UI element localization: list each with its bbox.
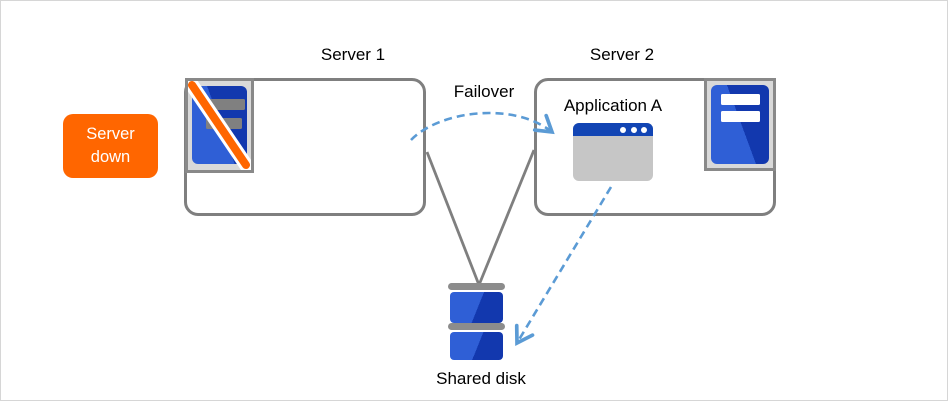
failover-arrow: [410, 111, 555, 141]
server-down-badge: Server down: [63, 114, 158, 178]
server1-label: Server 1: [320, 45, 386, 64]
failed-server-tower-icon: [188, 81, 251, 170]
application-label: Application A: [563, 96, 663, 115]
shared-disk-icon: [447, 282, 507, 360]
server-down-badge-line2: down: [90, 148, 131, 166]
window-dot: [641, 126, 647, 133]
server-down-badge-line1: Server: [86, 125, 135, 143]
disk-top-bar: [448, 283, 505, 290]
shared-disk-label: Shared disk: [436, 369, 526, 388]
application-window-icon: [573, 123, 653, 181]
window-titlebar: [573, 123, 653, 136]
server-tower-icon: [711, 85, 769, 164]
server1-to-disk-line: [425, 151, 481, 286]
window-dot: [620, 126, 626, 133]
server2-label: Server 2: [589, 45, 655, 64]
disk-unit: [450, 332, 503, 360]
server2-icon-frame: [704, 78, 776, 171]
server1-icon-frame: [185, 78, 254, 173]
failover-label: Failover: [453, 82, 515, 101]
disk-unit: [450, 292, 503, 323]
window-dot: [630, 126, 637, 133]
disk-divider-bar: [448, 323, 505, 330]
failure-slash: [188, 81, 250, 169]
server2-to-disk-line: [477, 149, 536, 286]
